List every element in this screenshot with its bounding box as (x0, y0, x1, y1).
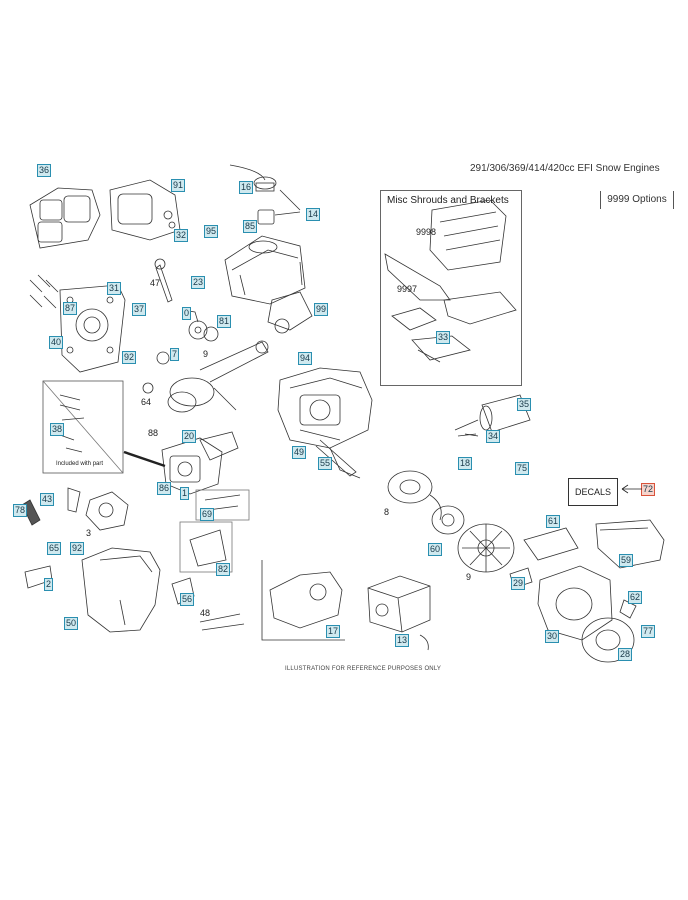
decals-callout[interactable]: 72 (641, 483, 656, 496)
callout[interactable]: 87 (63, 302, 78, 315)
flywheel (387, 470, 433, 504)
plain-label: 47 (150, 278, 161, 288)
options-label: 9999 Options (600, 191, 674, 209)
misc-shrouds-box: Misc Shrouds and Brackets (380, 190, 522, 386)
callout[interactable]: 59 (619, 554, 634, 567)
callout[interactable]: 23 (191, 276, 206, 289)
callout[interactable]: 61 (546, 515, 561, 528)
callout[interactable]: 18 (458, 457, 473, 470)
callout[interactable]: 82 (216, 563, 231, 576)
callout[interactable]: 36 (37, 164, 52, 177)
callout[interactable]: 78 (13, 504, 28, 517)
callout[interactable]: 94 (298, 352, 313, 365)
footnote: ILLUSTRATION FOR REFERENCE PURPOSES ONLY (285, 666, 442, 672)
callout[interactable]: 31 (107, 282, 122, 295)
blower-housing (81, 547, 161, 633)
callout[interactable]: 77 (641, 625, 656, 638)
plain-label: 3 (86, 528, 92, 538)
callout[interactable]: 49 (292, 446, 307, 459)
plain-label: 9 (203, 349, 209, 359)
callout[interactable]: 43 (40, 493, 55, 506)
callout[interactable]: 81 (217, 315, 232, 328)
callout[interactable]: 40 (49, 336, 64, 349)
bracket-9997 (384, 253, 451, 301)
callout[interactable]: 62 (628, 591, 643, 604)
air-box (367, 575, 431, 633)
callout[interactable]: 38 (50, 423, 65, 436)
callout[interactable]: 7 (170, 348, 180, 361)
callout[interactable]: 92 (122, 351, 137, 364)
fuel-tank (224, 235, 306, 305)
callout[interactable]: 34 (486, 430, 501, 443)
callout[interactable]: 17 (326, 625, 341, 638)
callout[interactable]: 92 (70, 542, 85, 555)
plain-label: 9 (466, 572, 472, 582)
inset-note: Included with part (56, 461, 104, 467)
plain-label: 64 (141, 397, 152, 407)
callout[interactable]: 33 (436, 331, 451, 344)
callout[interactable]: 50 (64, 617, 79, 630)
misc-box-title: Misc Shrouds and Brackets (387, 195, 509, 206)
crankcase-cover (59, 284, 126, 373)
callout[interactable]: 75 (515, 462, 530, 475)
misc-item-label: 9997 (397, 284, 418, 294)
callout[interactable]: 1 (180, 487, 190, 500)
decals-box: DECALS (568, 478, 618, 506)
callout[interactable]: 56 (180, 593, 195, 606)
gasket-kit-outline (109, 179, 181, 241)
callout[interactable]: 65 (47, 542, 62, 555)
engine-block (277, 367, 373, 449)
callout[interactable]: 91 (171, 179, 186, 192)
callout[interactable]: 13 (395, 634, 410, 647)
callout[interactable]: 95 (204, 225, 219, 238)
callout[interactable]: 32 (174, 229, 189, 242)
callout[interactable]: 2 (44, 578, 54, 591)
callout[interactable]: 86 (157, 482, 172, 495)
callout[interactable]: 85 (243, 220, 258, 233)
callout[interactable]: 55 (318, 457, 333, 470)
callout[interactable]: 20 (182, 430, 197, 443)
diagram-title: 291/306/369/414/420cc EFI Snow Engines (470, 163, 660, 174)
misc-item-label: 9998 (416, 227, 437, 237)
plain-label: 48 (200, 608, 211, 618)
callout[interactable]: 14 (306, 208, 321, 221)
shroud-9998 (429, 199, 507, 271)
callout[interactable]: 99 (314, 303, 329, 316)
gasket-set-outline (29, 187, 101, 249)
recoil-housing (537, 565, 613, 641)
plain-label: 8 (384, 507, 390, 517)
callout[interactable]: 37 (132, 303, 147, 316)
callout[interactable]: 30 (545, 630, 560, 643)
callout[interactable]: 28 (618, 648, 633, 661)
callout[interactable]: 0 (182, 307, 192, 320)
callout[interactable]: 16 (239, 181, 254, 194)
callout[interactable]: 35 (517, 398, 532, 411)
plain-label: 88 (148, 428, 159, 438)
throttle-body (269, 571, 343, 629)
callout[interactable]: 29 (511, 577, 526, 590)
starter-motor (481, 394, 531, 433)
callout[interactable]: 69 (200, 508, 215, 521)
callout[interactable]: 60 (428, 543, 443, 556)
